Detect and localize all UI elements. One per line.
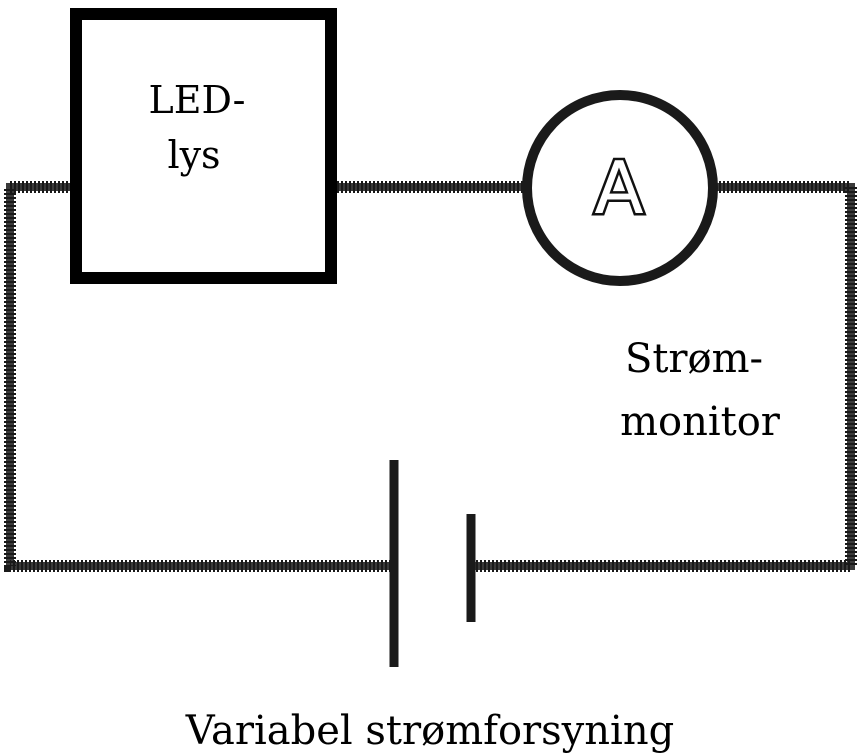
power-supply-label: Variabel strømforsyning [185,708,674,754]
monitor-label-line2: monitor [620,399,781,445]
ammeter-symbol: A [594,146,643,230]
led-light-box [70,8,337,284]
monitor-label-line1: Strøm- [625,336,763,382]
ammeter-circle [522,90,718,286]
circuit-wire-texture [4,181,857,572]
led-label-line2: lys [167,133,220,177]
led-label-line1: LED- [149,78,246,122]
